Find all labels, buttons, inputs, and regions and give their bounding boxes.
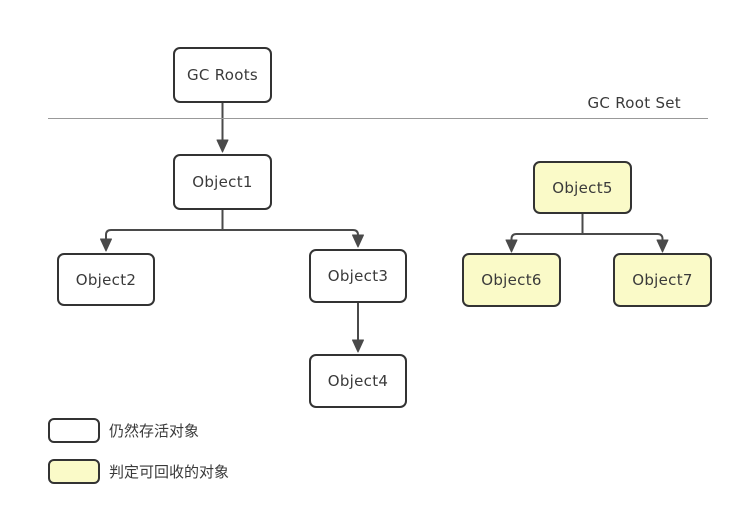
root-set-label: GC Root Set — [587, 94, 681, 112]
legend-row-alive: 仍然存活对象 — [48, 418, 229, 443]
node-object6-label: Object6 — [481, 271, 542, 289]
edge-object5-object6-object7 — [505, 214, 669, 253]
node-object3-label: Object3 — [327, 267, 389, 285]
node-gc-roots: GC Roots — [173, 47, 272, 103]
legend-swatch-recyclable — [48, 459, 100, 484]
legend-row-recyclable: 判定可回收的对象 — [48, 459, 229, 484]
node-object4: Object4 — [309, 354, 407, 408]
node-gc-roots-label: GC Roots — [186, 66, 259, 84]
node-object4-label: Object4 — [327, 372, 389, 390]
root-set-divider-line — [48, 118, 708, 119]
node-object1-label: Object1 — [192, 173, 253, 191]
edge-object1-object2-object3 — [100, 210, 364, 252]
node-object2: Object2 — [57, 253, 155, 306]
node-object6: Object6 — [462, 253, 561, 307]
edge-gcroots-object1 — [216, 103, 229, 153]
node-object7-label: Object7 — [632, 271, 693, 289]
node-object7: Object7 — [613, 253, 712, 307]
legend-label-alive: 仍然存活对象 — [109, 422, 200, 440]
node-object2-label: Object2 — [75, 270, 137, 289]
node-object5-label: Object5 — [552, 178, 613, 197]
node-object5: Object5 — [533, 161, 632, 214]
legend: 仍然存活对象 判定可回收的对象 — [48, 418, 229, 500]
legend-label-recyclable: 判定可回收的对象 — [109, 463, 230, 481]
edge-object3-object4 — [352, 303, 364, 353]
legend-swatch-alive — [48, 418, 100, 443]
node-object1: Object1 — [173, 154, 272, 210]
node-object3: Object3 — [309, 249, 407, 303]
